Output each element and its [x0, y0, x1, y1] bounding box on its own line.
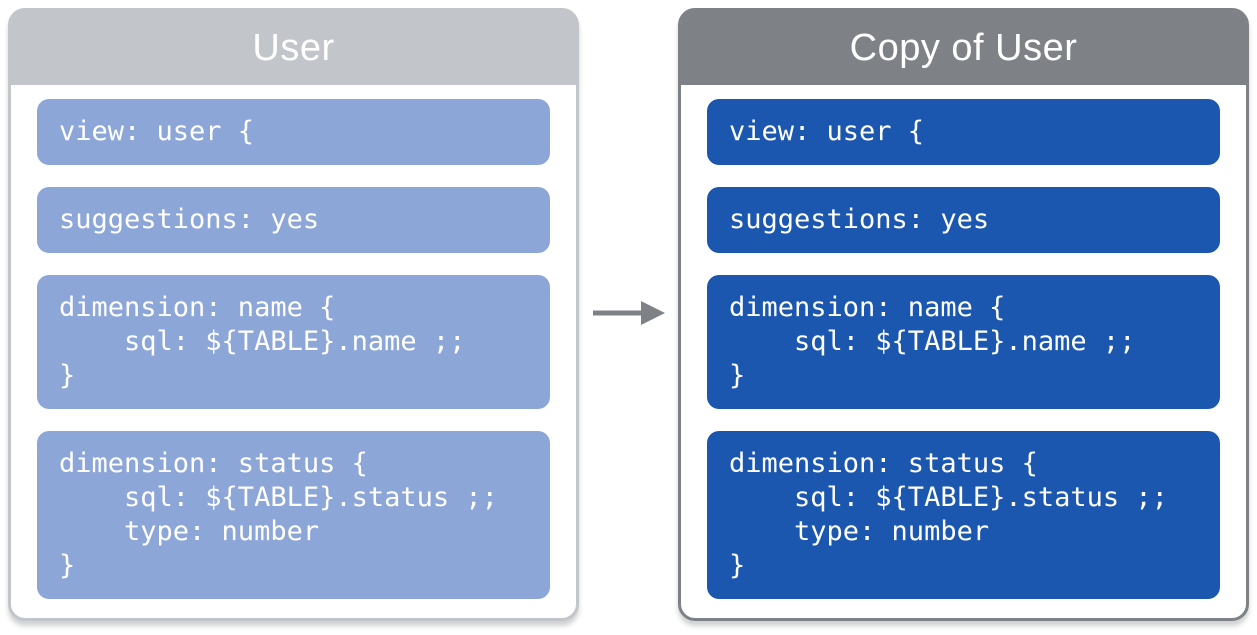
code-line: view: user {: [59, 116, 255, 147]
code-line: }: [729, 550, 746, 581]
code-block-dimension-status: dimension: status { sql: ${TABLE}.status…: [707, 431, 1220, 599]
code-line: sql: ${TABLE}.name ;;: [729, 326, 1136, 357]
arrow-right-icon: [593, 301, 665, 325]
code-line: dimension: status {: [59, 448, 368, 479]
code-line: suggestions: yes: [59, 204, 320, 235]
code-line: type: number: [729, 516, 990, 547]
copy-of-user-panel-body: view: user { suggestions: yes dimension:…: [681, 85, 1246, 613]
code-line: dimension: status {: [729, 448, 1038, 479]
code-line: }: [729, 360, 746, 391]
user-panel-body: view: user { suggestions: yes dimension:…: [11, 85, 576, 613]
code-line: sql: ${TABLE}.name ;;: [59, 326, 466, 357]
code-line: sql: ${TABLE}.status ;;: [729, 482, 1168, 513]
code-block-dimension-name: dimension: name { sql: ${TABLE}.name ;; …: [707, 275, 1220, 409]
code-line: }: [59, 550, 76, 581]
code-block-dimension-status: dimension: status { sql: ${TABLE}.status…: [37, 431, 550, 599]
user-panel-title: User: [252, 26, 335, 69]
user-panel: User view: user { suggestions: yes dimen…: [8, 8, 579, 621]
code-block-view-declaration: view: user {: [37, 99, 550, 165]
code-block-suggestions: suggestions: yes: [707, 187, 1220, 253]
copy-of-user-panel-title: Copy of User: [849, 26, 1078, 69]
code-line: suggestions: yes: [729, 204, 990, 235]
code-line: view: user {: [729, 116, 925, 147]
code-line: sql: ${TABLE}.status ;;: [59, 482, 498, 513]
code-block-suggestions: suggestions: yes: [37, 187, 550, 253]
user-panel-header: User: [11, 11, 576, 85]
code-block-view-declaration: view: user {: [707, 99, 1220, 165]
code-line: }: [59, 360, 76, 391]
copy-of-user-panel: Copy of User view: user { suggestions: y…: [678, 8, 1249, 621]
copy-of-user-panel-header: Copy of User: [681, 11, 1246, 85]
code-line: dimension: name {: [59, 292, 336, 323]
code-line: type: number: [59, 516, 320, 547]
code-line: dimension: name {: [729, 292, 1006, 323]
code-block-dimension-name: dimension: name { sql: ${TABLE}.name ;; …: [37, 275, 550, 409]
